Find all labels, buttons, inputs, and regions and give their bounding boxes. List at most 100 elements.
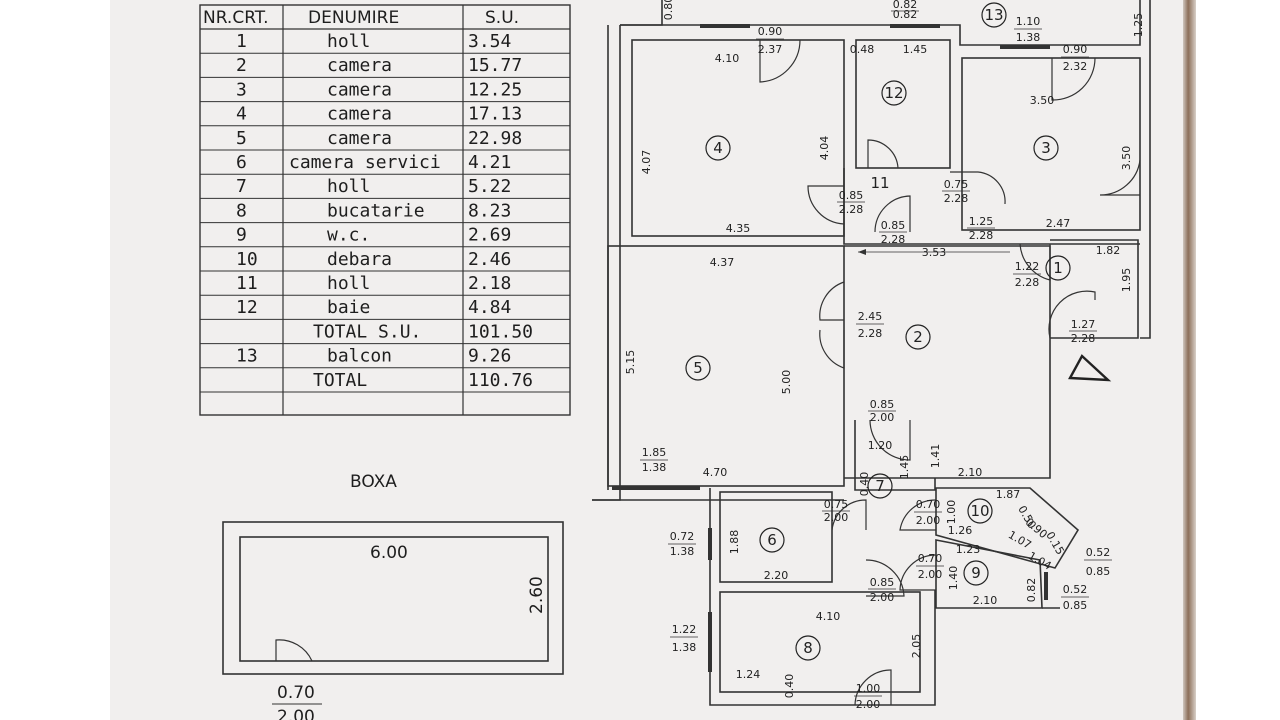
dim-r10_h: 1.00 <box>945 500 958 525</box>
room-number-13: 13 <box>984 6 1003 24</box>
header-nr: NR.CRT. <box>203 8 269 28</box>
left-margin <box>0 0 110 720</box>
dim-r4_top: 4.10 <box>715 52 740 65</box>
door-swings <box>759 39 1141 706</box>
dim-r5_left: 5.15 <box>624 350 637 375</box>
room-number-10: 10 <box>970 502 989 520</box>
table-cell-denumire: balcon <box>327 346 392 367</box>
dim-top2b: 0.82 <box>893 8 918 21</box>
boxa-door-h: 2.00 <box>277 707 315 720</box>
room-number-9: 9 <box>971 564 981 582</box>
dim-d10a: 0.70 <box>916 498 941 511</box>
dim-r9_h: 1.40 <box>947 566 960 591</box>
dim-r2_h: 1.41 <box>929 444 942 469</box>
dim-hall_len: 3.53 <box>922 246 947 259</box>
table-cell-su: 5.22 <box>468 176 511 197</box>
plan-walls <box>592 0 1151 706</box>
dim-r13_w: 1.25 <box>1132 13 1145 38</box>
dim-d11c: 0.75 <box>944 178 969 191</box>
dim-r7_x: 0.40 <box>858 472 871 497</box>
table-cell-nr: 8 <box>236 200 247 221</box>
dim-d10b: 2.00 <box>916 514 941 527</box>
dim-w8b: 1.38 <box>672 641 697 654</box>
dim-d4b: 2.37 <box>758 43 783 56</box>
dim-r1_h: 1.95 <box>1120 268 1133 293</box>
table-cell-nr: 10 <box>236 249 258 270</box>
room-number-6: 6 <box>767 531 777 549</box>
table-cell-su: 2.18 <box>468 273 511 294</box>
room-number-8: 8 <box>803 639 813 657</box>
room-number-4: 4 <box>713 139 723 157</box>
dim-d9b: 2.00 <box>918 568 943 581</box>
room-marker-circle <box>905 324 931 350</box>
dim-d11a: 0.85 <box>839 189 864 202</box>
table-cell-su: 4.21 <box>468 152 511 173</box>
table-cell-nr: 7 <box>236 176 247 197</box>
dim-r9_a: 1.07 <box>1006 528 1034 552</box>
boxa-width: 6.00 <box>370 543 408 563</box>
room-number-7: 7 <box>875 477 885 495</box>
dim-w9b: 0.85 <box>1086 565 1111 578</box>
room-marker-circle <box>705 135 731 161</box>
dim-r9_side: 0.82 <box>1025 578 1038 603</box>
dim-r12_a: 0.48 <box>850 43 875 56</box>
boxa-storage: BOXA 6.00 2.60 0.70 2.00 <box>222 472 564 720</box>
dim-d9a: 0.70 <box>918 552 943 565</box>
table-cell-su: 9.26 <box>468 346 511 367</box>
dim-r7_w: 1.20 <box>868 439 893 452</box>
dim-d6b: 2.00 <box>824 511 849 524</box>
dim-d11g: 1.25 <box>969 215 994 228</box>
room-marker-circle <box>867 473 893 499</box>
dim-w8a: 1.22 <box>672 623 697 636</box>
room-number-1: 1 <box>1053 259 1063 277</box>
table-cell-denumire: holl <box>327 176 370 197</box>
dim-r10_s: 1.26 <box>948 524 973 537</box>
table-cell-denumire: debara <box>327 249 392 270</box>
table-cell-denumire: camera servici <box>289 152 441 173</box>
dim-r3_right: 3.50 <box>1120 146 1133 171</box>
table-cell-nr: 1 <box>236 31 247 52</box>
table-cell-denumire: TOTAL <box>313 370 367 391</box>
dim-r5_bottom: 4.70 <box>703 466 728 479</box>
dim-d8b: 2.00 <box>870 591 895 604</box>
dim-top2a: 0.82 <box>893 0 918 11</box>
table-cell-nr: 12 <box>236 297 258 318</box>
dim-d11f: 2.28 <box>881 233 906 246</box>
room-marker-circle <box>759 527 785 553</box>
table-cell-su: 2.46 <box>468 249 511 270</box>
dim-w6a: 0.72 <box>670 530 695 543</box>
table-cell-nr: 4 <box>236 104 247 125</box>
room-marker-circle <box>1033 135 1059 161</box>
dim-d1d: 2.28 <box>1071 332 1096 345</box>
room-marker-circle <box>981 2 1007 28</box>
table-cell-denumire: camera <box>327 79 392 100</box>
dim-d3a: 0.90 <box>1063 43 1088 56</box>
table-cell-nr: 2 <box>236 55 247 76</box>
table-cell-nr: 6 <box>236 152 247 173</box>
dim-r1_w: 1.82 <box>1096 244 1121 257</box>
dim-d7a: 0.85 <box>870 398 895 411</box>
table-cell-nr: 13 <box>236 346 258 367</box>
dim-d7b: 2.00 <box>870 411 895 424</box>
windows <box>612 24 1050 672</box>
table-cell-su: 12.25 <box>468 79 522 100</box>
table-cell-denumire: TOTAL S.U. <box>313 321 421 342</box>
dim-d1a: 1.22 <box>1015 260 1040 273</box>
dim-r4_left: 4.07 <box>640 150 653 175</box>
dim-w9c: 0.52 <box>1063 583 1088 596</box>
dim-w5a: 1.85 <box>642 446 667 459</box>
dim-r8_top: 4.10 <box>816 610 841 623</box>
table-cell-denumire: baie <box>327 297 370 318</box>
dim-d3b: 2.32 <box>1063 60 1088 73</box>
header-denumire: DENUMIRE <box>308 8 399 28</box>
dim-r4_right: 4.04 <box>818 136 831 161</box>
dim-r10_w: 1.87 <box>996 488 1021 501</box>
dim-w6b: 1.38 <box>670 545 695 558</box>
boxa-title: BOXA <box>350 472 397 492</box>
dim-r2_bottom: 2.10 <box>958 466 983 479</box>
table-cell-su: 4.84 <box>468 297 511 318</box>
dim-r8_a: 1.24 <box>736 668 761 681</box>
room-marker-circle <box>795 635 821 661</box>
